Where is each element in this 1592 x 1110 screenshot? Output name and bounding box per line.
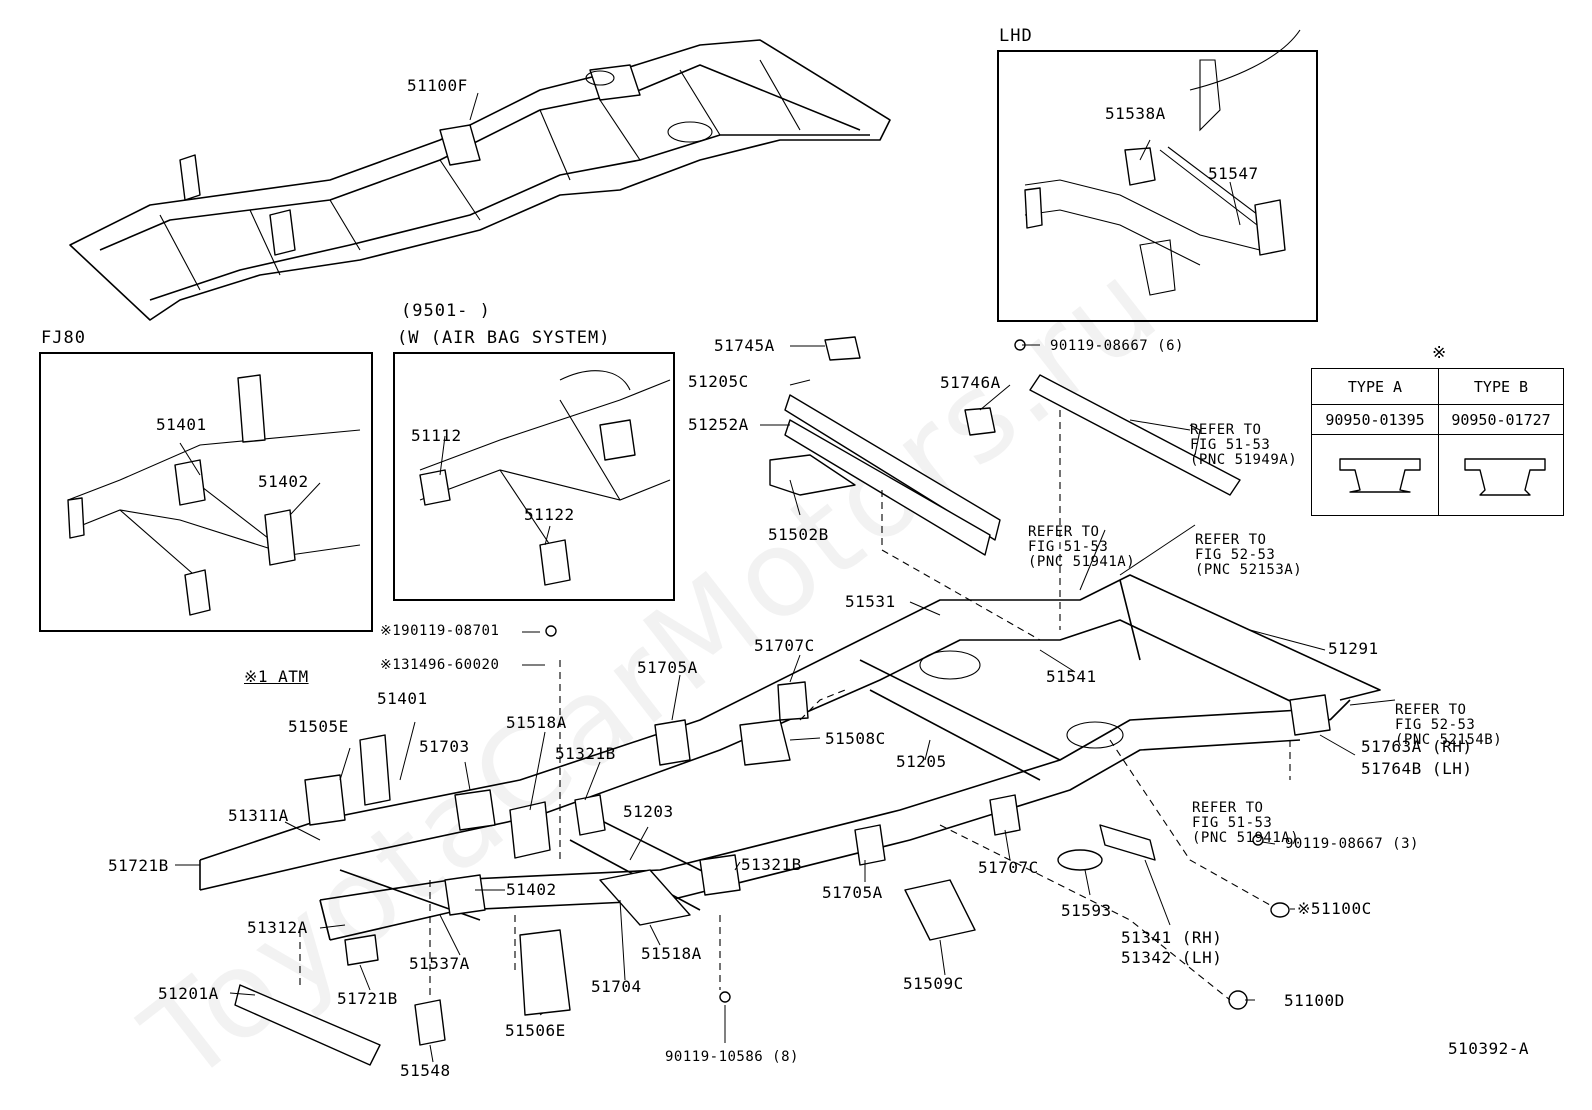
part-label: 51548: [400, 1061, 451, 1080]
type-b-part: 90950-01727: [1438, 404, 1564, 435]
type-a-part: 90950-01395: [1311, 404, 1439, 435]
part-label: 51205: [896, 752, 947, 771]
part-label: 51100F: [407, 76, 468, 95]
airbag-inset-box: [393, 352, 675, 601]
part-label: 51252A: [688, 415, 749, 434]
atm-note: ※1 ATM: [244, 667, 309, 686]
part-label: 51100D: [1284, 991, 1345, 1010]
dashed-lines: [299, 410, 1291, 1001]
type-table-marker: ※: [1432, 343, 1448, 363]
part-label: 51502B: [768, 525, 829, 544]
type-b-cell: [1438, 434, 1564, 516]
part-label: 51764B (LH): [1361, 759, 1473, 778]
type-a-header: TYPE A: [1311, 368, 1439, 405]
airbag-title-line2: (W (AIR BAG SYSTEM): [397, 328, 611, 348]
part-label: 51531: [845, 592, 896, 611]
part-label: 51311A: [228, 806, 289, 825]
part-label: 51506E: [505, 1021, 566, 1040]
part-label: 51721B: [337, 989, 398, 1008]
part-label: 51509C: [903, 974, 964, 993]
part-label: 51402: [506, 880, 557, 899]
part-label: 51538A: [1105, 104, 1166, 123]
fj80-inset-box: [39, 352, 373, 632]
part-label: 51508C: [825, 729, 886, 748]
part-label: ※131496-60020: [380, 657, 500, 673]
part-label: 51321B: [555, 744, 616, 763]
part-label: 51746A: [940, 373, 1001, 392]
lhd-title: LHD: [999, 26, 1033, 46]
part-label: 51401: [377, 689, 428, 708]
part-label: 51341 (RH): [1121, 928, 1223, 947]
type-a-cell: [1311, 434, 1439, 516]
part-label: ※51100C: [1297, 899, 1372, 918]
part-label: 51703: [419, 737, 470, 756]
main-frame-illustration: [199, 336, 1381, 1066]
part-label: 51704: [591, 977, 642, 996]
part-label: 51342 (LH): [1121, 948, 1223, 967]
part-label: 51402: [258, 472, 309, 491]
part-label: 51593: [1061, 901, 1112, 920]
part-label: 51541: [1046, 667, 1097, 686]
part-label: 51518A: [506, 713, 567, 732]
part-label: 51537A: [409, 954, 470, 973]
part-label: ※190119-08701: [380, 623, 500, 639]
part-label: 51721B: [108, 856, 169, 875]
part-label: 51707C: [754, 636, 815, 655]
figure-code: 510392-A: [1448, 1039, 1530, 1058]
part-label: 90119-10586 (8): [665, 1049, 799, 1065]
part-label: 51745A: [714, 336, 775, 355]
part-label: 51321B: [741, 855, 802, 874]
part-label: 51312A: [247, 918, 308, 937]
top-frame-illustration: [69, 39, 891, 321]
part-label: 51112: [411, 426, 462, 445]
type-b-header: TYPE B: [1438, 368, 1564, 405]
leader-lines: [175, 92, 1396, 1063]
part-label: 51705A: [637, 658, 698, 677]
clip-type-table: TYPE A TYPE B 90950-01395 90950-01727: [1311, 368, 1564, 516]
part-label: 90119-08667 (3): [1285, 836, 1419, 852]
part-label: 51291: [1328, 639, 1379, 658]
part-label: 51707C: [978, 858, 1039, 877]
part-label: 51401: [156, 415, 207, 434]
part-label: 51201A: [158, 984, 219, 1003]
fj80-title: FJ80: [41, 328, 86, 348]
part-label: 51505E: [288, 717, 349, 736]
part-label: 51203: [623, 802, 674, 821]
part-label: 51518A: [641, 944, 702, 963]
lhd-inset-box: [997, 50, 1318, 322]
airbag-illustration: [419, 370, 671, 586]
part-label: 51763A (RH): [1361, 737, 1473, 756]
part-label: 51122: [524, 505, 575, 524]
part-label: 51547: [1208, 164, 1259, 183]
lhd-illustration: [1024, 29, 1301, 296]
part-label: 51205C: [688, 372, 749, 391]
part-label: 90119-08667 (6): [1050, 338, 1184, 354]
part-label: 51705A: [822, 883, 883, 902]
airbag-title-line1: (9501- ): [401, 301, 491, 321]
